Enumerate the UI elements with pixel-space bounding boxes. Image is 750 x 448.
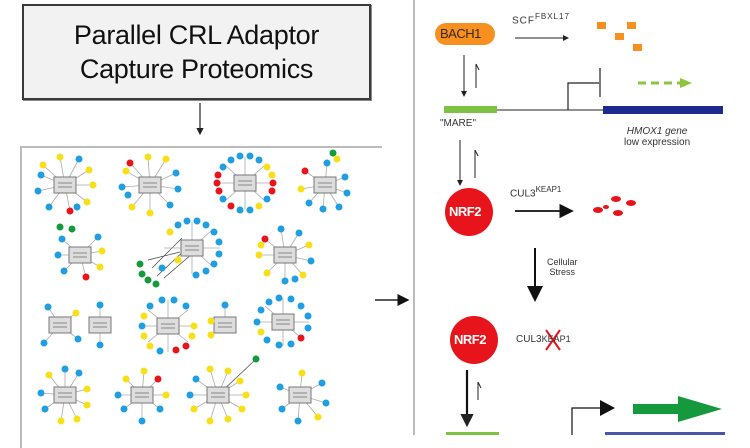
bach1-fragments xyxy=(597,22,642,51)
keap1-superscript: KEAP1 xyxy=(535,185,562,194)
title-line-1: Parallel CRL Adaptor xyxy=(73,20,320,50)
network-clusters xyxy=(34,149,351,425)
scf-label: SCFFBXL17 xyxy=(512,12,570,26)
cul3-keap1-label: CUL3KEAP1 xyxy=(510,185,561,199)
hmox1-gene-label: HMOX1 gene low expression xyxy=(624,126,690,148)
diagram-graphics xyxy=(34,22,725,435)
blocked-x-icon xyxy=(545,329,561,351)
cul3-keap1-blocked-label: CUL3KEAP1 xyxy=(516,334,571,345)
keap1-blocked-text: KEAP1 xyxy=(541,334,571,344)
nrf2-fragments xyxy=(593,196,636,216)
repressed-promoter xyxy=(567,68,601,110)
bach1-node xyxy=(435,23,495,45)
are-element-bottom xyxy=(446,432,499,435)
bach1-label: BACH1 xyxy=(440,26,481,41)
nrf2-node-top xyxy=(445,188,493,236)
mare-nrf2-binding-arrows xyxy=(457,140,479,186)
nrf2-label-bottom: NRF2 xyxy=(454,332,486,347)
gene-label-line2: low expression xyxy=(624,137,691,148)
title-line-2: Capture Proteomics xyxy=(79,54,314,84)
nrf2-are-binding-arrows xyxy=(460,370,482,428)
title-box: Parallel CRL Adaptor Capture Proteomics xyxy=(22,4,371,100)
nrf2-node-bottom xyxy=(450,316,498,364)
gene-label-line1: HMOX1 gene xyxy=(626,126,688,137)
cul3-text: CUL3 xyxy=(510,188,536,200)
mare-element xyxy=(444,106,497,113)
pathway-panel-divider xyxy=(413,0,415,435)
mare-label: "MARE" xyxy=(440,118,476,129)
stress-line1: Cellular xyxy=(547,257,578,267)
fbxl17-superscript: FBXL17 xyxy=(535,12,570,21)
high-transcription-arrow xyxy=(633,396,722,422)
scf-text: SCF xyxy=(512,15,535,27)
bach1-mare-binding-arrows xyxy=(461,55,480,97)
cul3-blocked-text: CUL3 xyxy=(516,334,542,345)
network-panel xyxy=(20,146,382,448)
active-promoter xyxy=(571,400,615,435)
nrf2-label-top: NRF2 xyxy=(449,204,481,219)
cellular-stress-label: Cellular Stress xyxy=(547,257,578,277)
hmox1-gene-bar xyxy=(603,106,723,114)
hmox1-gene-bar-bottom xyxy=(605,432,725,435)
stress-line2: Stress xyxy=(549,267,576,277)
low-transcription-arrow xyxy=(638,78,692,88)
